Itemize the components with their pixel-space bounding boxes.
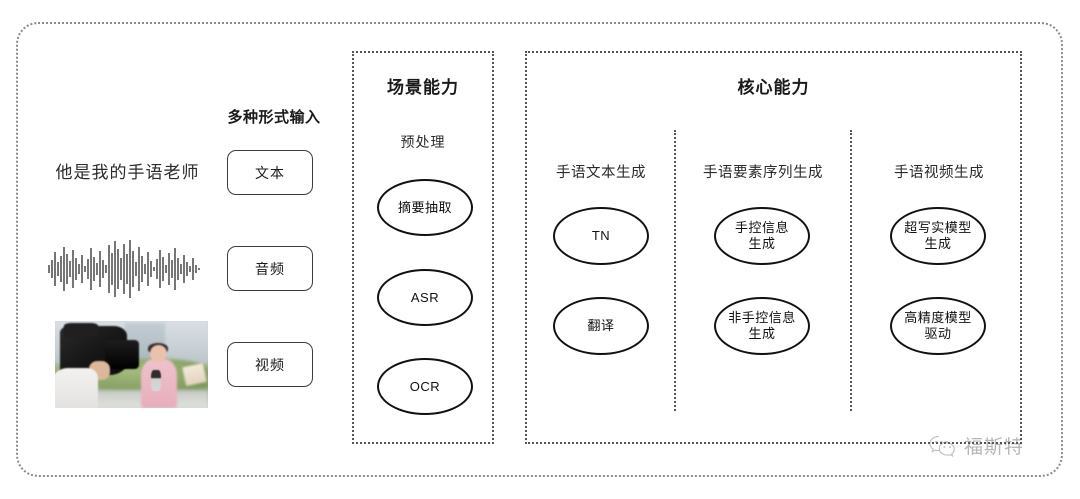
core-column-divider-2 bbox=[850, 130, 852, 411]
sample-sentence-text: 他是我的手语老师 bbox=[55, 163, 200, 182]
video-thumbnail bbox=[55, 321, 208, 408]
watermark-text: 福斯特 bbox=[964, 437, 1025, 458]
core-capability-panel: 核心能力 手语文本生成 手语要素序列生成 手语视频生成 TN 翻译 手控信息生成… bbox=[525, 51, 1022, 444]
core-node-manual-feature-generation[interactable]: 手控信息生成 bbox=[714, 207, 810, 265]
core-panel-title: 核心能力 bbox=[737, 78, 810, 97]
core-node-non-manual-feature-generation[interactable]: 非手控信息生成 bbox=[714, 297, 810, 355]
scene-sub-label: 预处理 bbox=[400, 134, 446, 150]
input-modality-text[interactable]: 文本 bbox=[227, 150, 313, 195]
core-node-tn[interactable]: TN bbox=[553, 207, 649, 265]
scene-capability-panel: 场景能力 预处理 摘要抽取 ASR OCR bbox=[352, 51, 494, 444]
core-node-high-precision-model-driving[interactable]: 高精度模型驱动 bbox=[890, 297, 986, 355]
input-group-heading: 多种形式输入 bbox=[227, 109, 321, 126]
waveform-icon bbox=[48, 240, 200, 298]
scene-node-ocr[interactable]: OCR bbox=[377, 358, 473, 415]
watermark: 福斯特 bbox=[928, 432, 1024, 459]
input-modality-audio[interactable]: 音频 bbox=[227, 246, 313, 291]
input-modality-video[interactable]: 视频 bbox=[227, 342, 313, 387]
scene-panel-title: 场景能力 bbox=[387, 78, 459, 97]
outer-frame bbox=[16, 22, 1063, 477]
core-column-label-sign-video-generation: 手语视频生成 bbox=[894, 165, 984, 181]
core-column-divider-1 bbox=[674, 130, 676, 411]
scene-node-asr[interactable]: ASR bbox=[377, 269, 473, 326]
core-column-label-sign-element-sequence-generation: 手语要素序列生成 bbox=[703, 165, 823, 181]
core-node-translation[interactable]: 翻译 bbox=[553, 297, 649, 355]
scene-node-summary-extraction[interactable]: 摘要抽取 bbox=[377, 179, 473, 236]
input-group: 多种形式输入 他是我的手语老师 bbox=[0, 0, 340, 455]
wechat-icon bbox=[929, 435, 955, 457]
core-node-hyperrealistic-model-generation[interactable]: 超写实模型生成 bbox=[890, 207, 986, 265]
core-column-label-sign-text-generation: 手语文本生成 bbox=[556, 165, 646, 181]
